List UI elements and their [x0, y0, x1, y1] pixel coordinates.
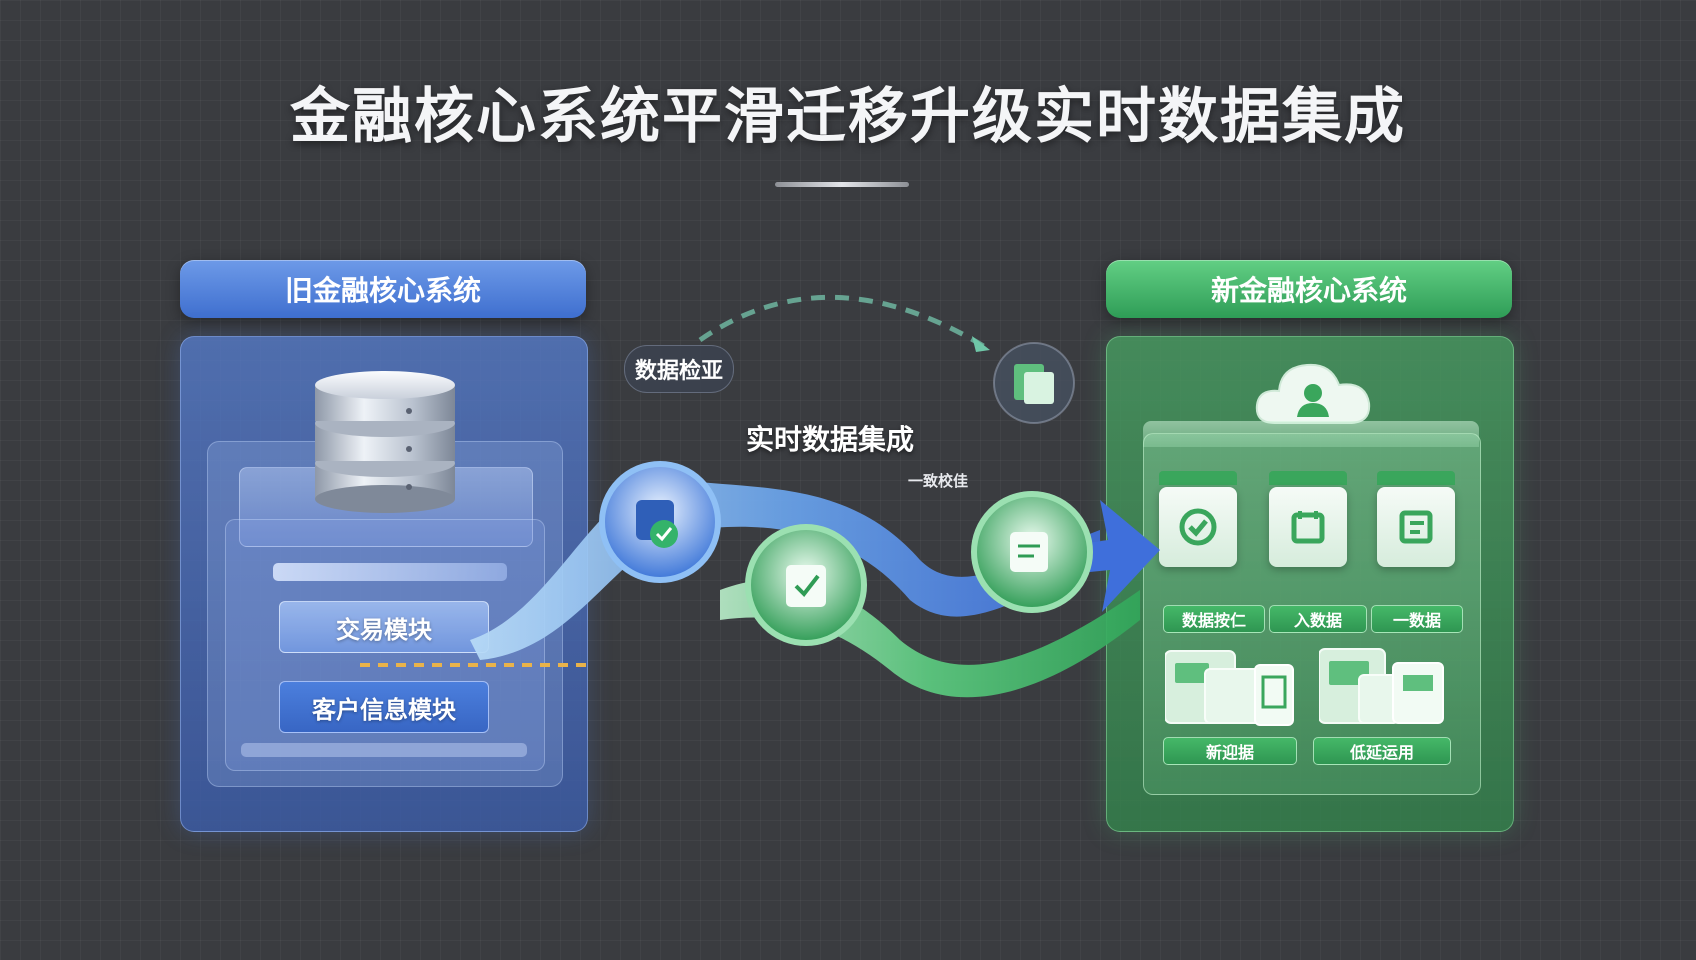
verification-arc	[698, 294, 992, 353]
new-label-chip: 低延运用	[1313, 737, 1451, 765]
report-icon	[1377, 487, 1455, 567]
new-system-header: 新金融核心系统	[1106, 260, 1512, 318]
new-label-chip: 数据按仁	[1163, 605, 1265, 633]
cloud-user-icon	[1251, 353, 1375, 429]
new-system-panel: 数据按仁 入数据 一数据 新迎据 低延运用	[1106, 336, 1514, 832]
new-label-chip: 新迎据	[1163, 737, 1297, 765]
consistency-check-label: 一致校佳	[908, 472, 969, 490]
page-title: 金融核心系统平滑迁移升级实时数据集成	[290, 82, 1406, 152]
new-label-chip: 入数据	[1269, 605, 1367, 633]
old-bottom-strip	[241, 743, 527, 757]
file-stack-icon	[1164, 647, 1295, 727]
data-verification-label: 数据检亚	[624, 345, 734, 393]
tile-tab	[1377, 471, 1455, 485]
calendar-icon	[1269, 487, 1347, 567]
tile-tab	[1159, 471, 1237, 485]
old-system-header: 旧金融核心系统	[180, 260, 586, 318]
realtime-integration-label: 实时数据集成	[746, 423, 915, 456]
document-check-icon	[786, 565, 826, 607]
old-system-panel: 交易模块 客户信息模块	[180, 336, 588, 832]
arc-arrow-head	[972, 336, 990, 352]
new-label-chip: 一数据	[1371, 605, 1463, 633]
shield-check-icon	[650, 520, 678, 548]
shield-check-icon	[1159, 487, 1237, 567]
tile-tab	[1269, 471, 1347, 485]
customer-info-module: 客户信息模块	[279, 681, 489, 733]
old-status-bar	[273, 563, 507, 581]
file-stack-icon	[1318, 647, 1449, 727]
report-icon	[1010, 532, 1048, 572]
title-divider	[775, 182, 909, 187]
database-icon	[309, 365, 461, 515]
new-box-lid	[1143, 421, 1479, 447]
trade-module: 交易模块	[279, 601, 489, 653]
